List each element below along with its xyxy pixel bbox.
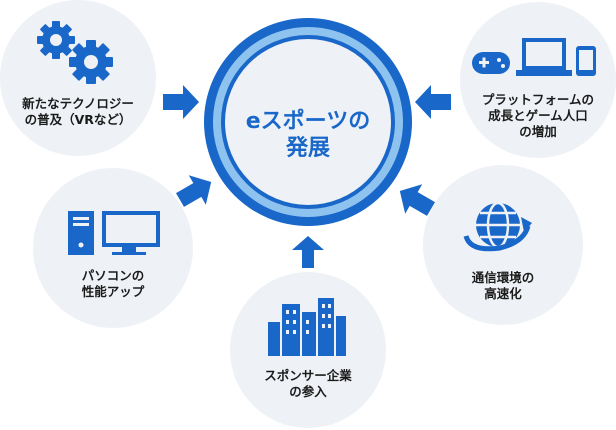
factor-label-network: 通信環境の 高速化 [471, 270, 535, 301]
factor-label-technology: 新たなテクノロジー の普及（VRなど） [22, 96, 134, 127]
arrow-pc [176, 175, 212, 207]
computer-icon [68, 211, 160, 255]
factor-label-sponsor: スポンサー企業 の参入 [264, 368, 352, 399]
arrow-platform [415, 85, 451, 119]
factor-circle-pc [33, 168, 193, 328]
arrow-network [399, 184, 435, 216]
center-title-line1: eスポーツの [245, 109, 371, 134]
buildings-icon [268, 298, 346, 356]
factor-label-pc: パソコンの 性能アップ [81, 268, 145, 299]
gears-icon [37, 21, 113, 84]
arrow-sponsor [292, 236, 324, 268]
globe-icon [463, 201, 532, 252]
center-title-line2: 発展 [285, 136, 330, 161]
devices-icon [472, 38, 596, 76]
arrow-technology [163, 85, 199, 119]
factor-label-platform: プラットフォームの 成長とゲーム人口 の増加 [481, 92, 595, 139]
center-title: eスポーツの 発展 [238, 108, 378, 162]
center-circle [225, 39, 391, 205]
factor-circle-platform [460, 2, 616, 158]
